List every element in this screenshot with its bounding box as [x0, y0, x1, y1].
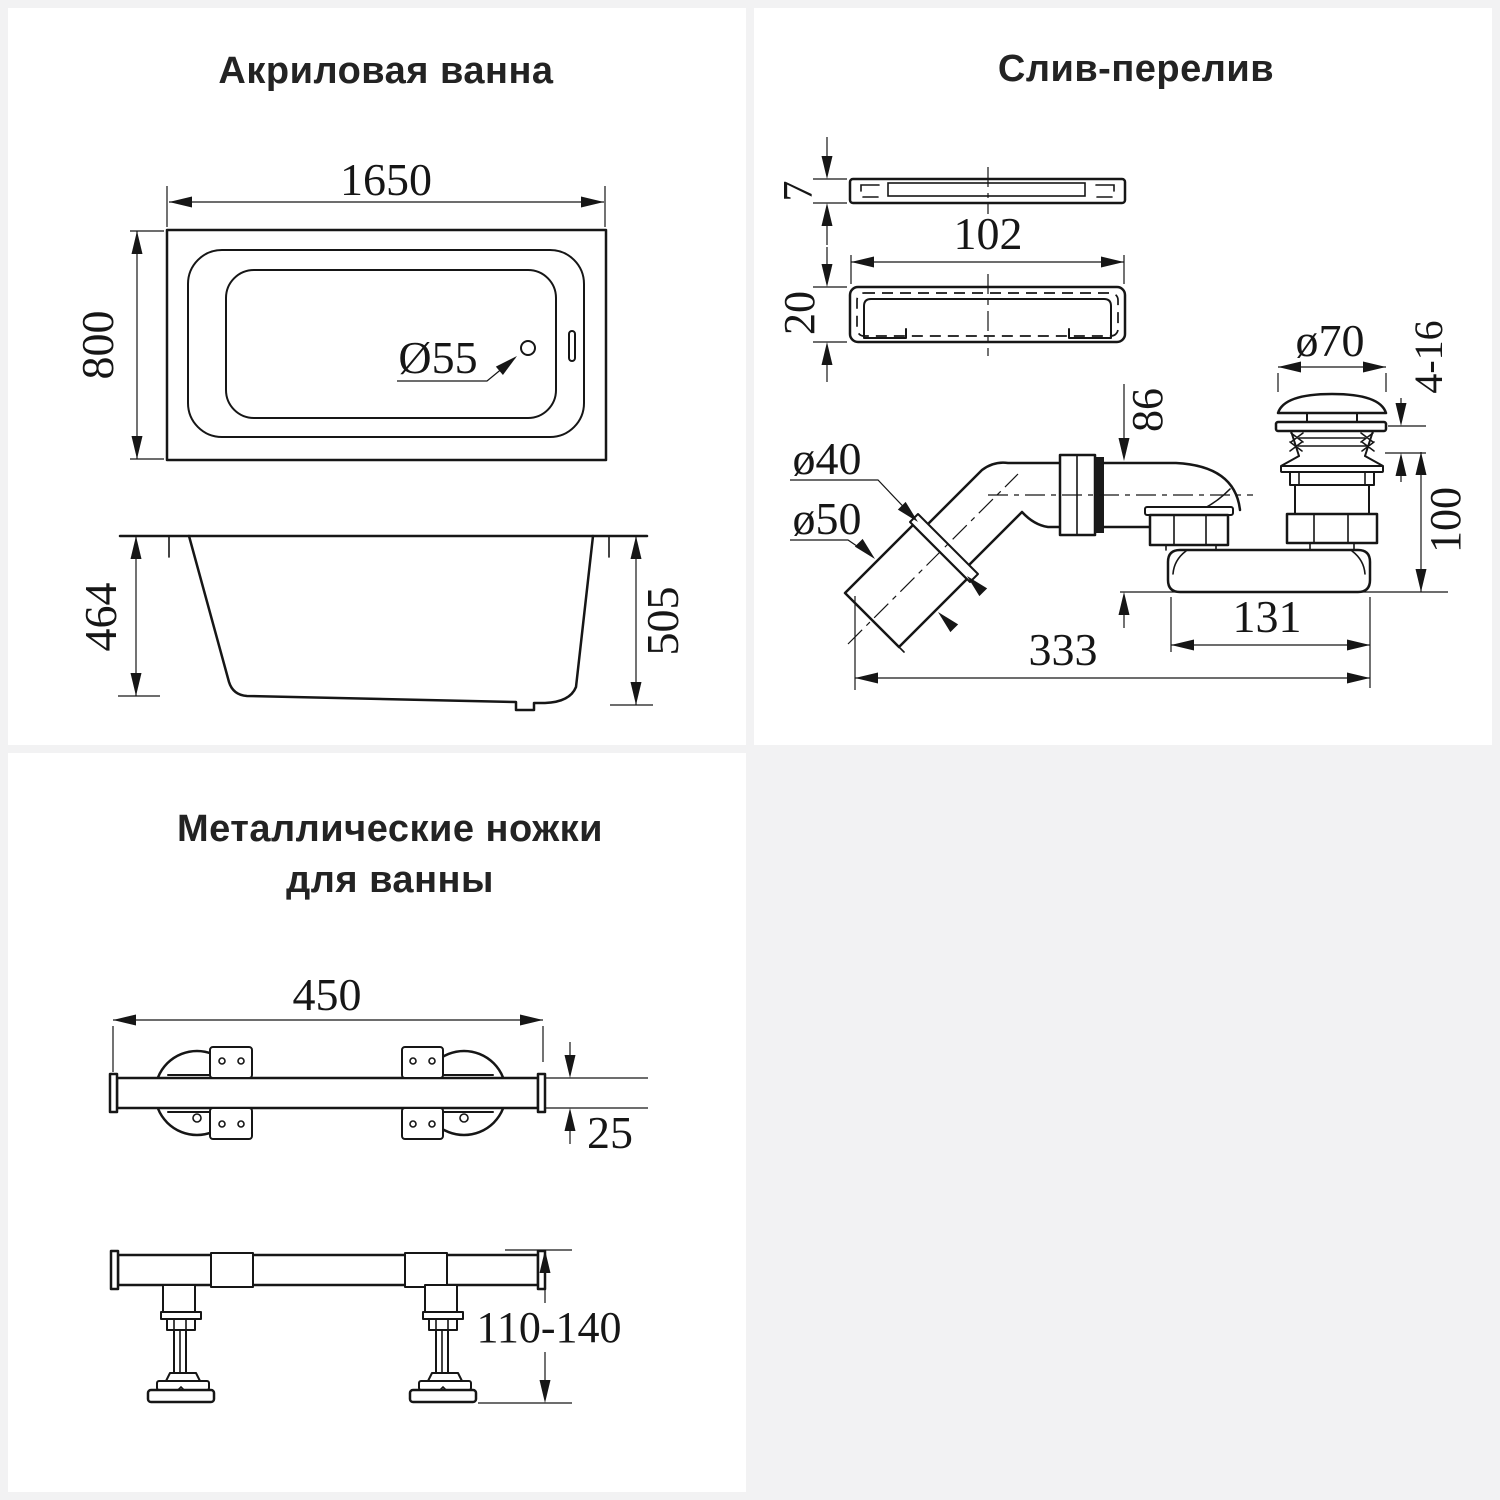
overflow-plate-front-view	[848, 274, 1127, 356]
svg-text:333: 333	[1029, 624, 1098, 675]
svg-text:86: 86	[1123, 388, 1172, 432]
svg-text:25: 25	[587, 1107, 633, 1158]
popup-drain	[1274, 392, 1388, 551]
adjustable-foot	[146, 1284, 216, 1404]
waste-body	[1166, 548, 1372, 594]
svg-text:7: 7	[776, 181, 822, 202]
svg-text:110-140: 110-140	[476, 1303, 621, 1352]
dim-drain-hole: Ø55	[398, 332, 477, 383]
svg-text:ø40: ø40	[793, 433, 862, 484]
dim-bathtub-depth: 464	[75, 536, 160, 697]
panel-overflow: Слив-перелив 7 102	[754, 8, 1492, 745]
dim-legs-length: 450	[112, 969, 544, 1072]
bathtub-side-view	[118, 534, 649, 712]
overflow-drawing: Слив-перелив 7 102	[775, 48, 1470, 690]
dim-body-length: 131	[1170, 591, 1371, 688]
dim-bathtub-height: 505	[610, 536, 688, 706]
dim-bathtub-length: 1650	[166, 154, 606, 227]
legs-side-view	[109, 1249, 547, 1404]
sleeve-ring	[909, 513, 979, 583]
dim-total-length: 333	[854, 596, 1370, 690]
legs-title-line2: для ванны	[286, 859, 494, 901]
panel-bathtub: Акриловая ванна Ø55 1650	[8, 8, 746, 745]
dim-bathtub-width: 800	[72, 230, 164, 460]
overflow-plate-side-view	[848, 167, 1127, 214]
adjustable-foot	[408, 1284, 478, 1404]
dim-legs-height-range: 110-140	[476, 1249, 622, 1404]
dim-overflow-drop: 86	[1118, 384, 1448, 628]
dim-cap-diameter: ø70	[1277, 315, 1387, 392]
svg-text:464: 464	[75, 583, 126, 652]
dim-cap-travel: 4-16	[1385, 320, 1451, 482]
dim-drain-height: 100	[1415, 452, 1470, 592]
dim-sleeve-diameter: ø50	[790, 493, 879, 563]
overflow-slot	[568, 330, 576, 362]
svg-text:20: 20	[775, 291, 824, 335]
bathtub-top-view: Ø55	[165, 228, 608, 462]
overflow-title: Слив-перелив	[998, 48, 1274, 90]
bathtub-title: Акриловая ванна	[218, 50, 554, 92]
bathtub-drawing: Акриловая ванна Ø55 1650	[72, 50, 688, 712]
legs-title-line1: Металлические ножки	[177, 808, 603, 850]
dim-pipe-diameter: ø40	[790, 433, 922, 526]
svg-text:800: 800	[72, 311, 123, 380]
svg-text:ø70: ø70	[1296, 315, 1365, 366]
svg-text:505: 505	[637, 587, 688, 656]
dim-plate-height: 20	[775, 247, 847, 382]
drain-assembly	[843, 392, 1388, 653]
mounting-plates	[209, 1046, 444, 1140]
svg-text:450: 450	[293, 969, 362, 1020]
dim-plate-thickness: 7	[776, 137, 847, 245]
svg-text:4-16: 4-16	[1406, 320, 1451, 393]
svg-text:1650: 1650	[340, 154, 432, 205]
dim-legs-profile: 25	[545, 1042, 648, 1158]
drain-circle	[520, 340, 536, 356]
dim-plate-width: 102	[850, 208, 1125, 284]
svg-text:ø50: ø50	[793, 493, 862, 544]
panel-legs: Металлические ножки для ванны	[8, 753, 746, 1492]
svg-text:131: 131	[1233, 591, 1302, 642]
svg-text:102: 102	[954, 208, 1023, 259]
svg-text:100: 100	[1421, 487, 1470, 553]
legs-top-view	[108, 1046, 547, 1140]
leg-rail	[115, 1076, 540, 1110]
legs-drawing: Металлические ножки для ванны	[108, 808, 648, 1404]
